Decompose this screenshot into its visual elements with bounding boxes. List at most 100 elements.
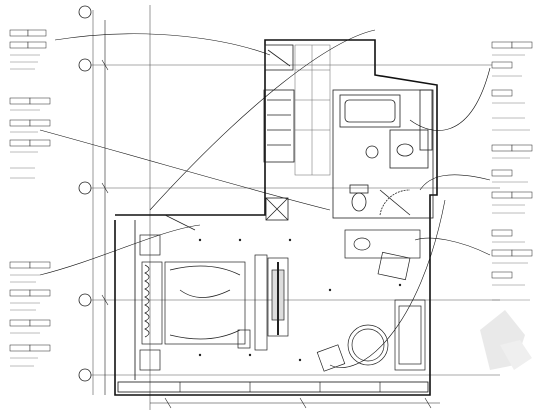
armchair-top [377, 251, 411, 281]
watermark-mark-2 [500, 340, 532, 370]
toilet-bowl [351, 192, 367, 212]
bed [164, 261, 246, 345]
round-table-inner [351, 328, 385, 362]
sink-bowl [353, 237, 371, 251]
nightstand-bottom [139, 349, 161, 371]
exterior-walls [114, 39, 438, 396]
sofa-cushion [398, 305, 422, 365]
legend-tag [491, 169, 513, 177]
leader-8 [329, 199, 446, 368]
floor-tiles-block [294, 44, 331, 176]
entry-cabinet [265, 197, 289, 221]
legend-tag [9, 29, 29, 37]
main-wall-outline [114, 39, 438, 396]
light-2 [238, 238, 242, 242]
round-table [347, 324, 389, 366]
legend-tag [491, 249, 513, 257]
legend-right-mid [491, 144, 533, 214]
leader-lines [39, 29, 491, 368]
main-door-leaf [164, 214, 196, 231]
entry-closet [263, 44, 331, 221]
legend-left-top [9, 29, 47, 70]
legend-tag [511, 191, 533, 199]
leader-6 [414, 237, 491, 256]
legend-tag [29, 261, 51, 269]
window-wall-bottom [117, 381, 429, 393]
headboard-carving [144, 264, 150, 338]
light-7 [328, 288, 332, 292]
legend-tag [29, 139, 51, 147]
toilet-cistern [349, 184, 369, 194]
legend-tag [491, 61, 513, 69]
minibar-counter [344, 229, 421, 259]
light-1 [198, 238, 202, 242]
sofa [394, 299, 426, 371]
bed-cover [169, 265, 241, 340]
grid-bubbles [78, 5, 92, 382]
legend-tag [511, 249, 533, 257]
legend-tag [9, 119, 31, 127]
legend-tag [491, 229, 513, 237]
legend-tag [27, 29, 47, 37]
bathroom-door-swing [379, 189, 411, 216]
grid-bubble-c [78, 181, 92, 195]
legend-tag [9, 344, 31, 352]
desk [267, 257, 289, 337]
bathtub-inner [344, 99, 396, 123]
headboard [141, 261, 163, 345]
lounge-chair [316, 344, 346, 372]
grid-bubble-d [78, 293, 92, 307]
vanity-counter [389, 129, 429, 169]
light-3 [288, 238, 292, 242]
grid-bubble-e [78, 368, 92, 382]
legend-tag [29, 319, 51, 327]
lounge-area [164, 214, 426, 372]
watermark-logo [480, 310, 532, 370]
legend-tag [29, 289, 51, 297]
light-4 [198, 353, 202, 357]
leader-5 [419, 174, 491, 191]
bathroom [332, 89, 434, 219]
legend-left-bottom [9, 261, 51, 367]
entry-cabinet-x2 [265, 197, 289, 221]
legend-tag [491, 271, 513, 279]
washbasin [396, 143, 414, 157]
legend-right-top [491, 41, 533, 131]
closet-diagonal [267, 49, 291, 67]
leader-4 [409, 67, 491, 131]
legend-right-bottom [491, 229, 533, 301]
legend-tag [511, 41, 533, 49]
dimension-ticks [101, 20, 440, 409]
legend-tag [9, 41, 29, 49]
bathroom-outline [332, 89, 434, 219]
grid-bubble-a [78, 5, 92, 19]
legend-left-mid [9, 97, 51, 179]
legend-tag [491, 41, 513, 49]
nightstand-top [139, 234, 161, 256]
legend-tag [491, 144, 513, 152]
legend-tag [9, 97, 31, 105]
light-5 [248, 353, 252, 357]
legend-tag [9, 319, 31, 327]
light-6 [298, 358, 302, 362]
legend-tag [491, 191, 513, 199]
bench [254, 254, 268, 351]
glass-partition [419, 89, 433, 151]
legend-tag [9, 289, 31, 297]
shower-head [365, 145, 379, 159]
leader-7 [149, 29, 376, 211]
grid-bubble-b [78, 58, 92, 72]
light-markers [198, 238, 402, 362]
watermark-mark [480, 310, 525, 370]
legend-tag [29, 344, 51, 352]
grid-lines [85, 5, 500, 410]
leader-2 [39, 129, 331, 211]
bedroom-furniture [139, 234, 289, 371]
bathtub [339, 94, 401, 128]
legend-tag [29, 119, 51, 127]
legend-tag [29, 97, 51, 105]
legend-tag [9, 139, 31, 147]
legend-tag [9, 261, 31, 269]
legend-tag [27, 41, 47, 49]
